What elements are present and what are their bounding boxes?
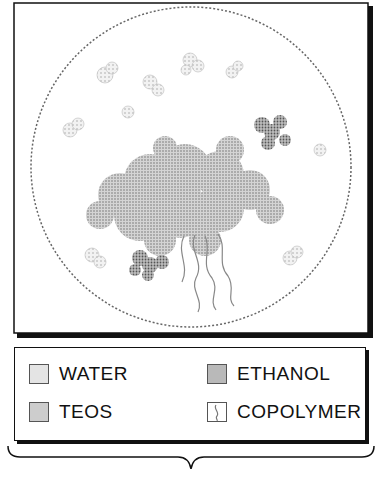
legend-label: WATER [59,363,128,385]
legend-item: ETHANOL [207,362,330,386]
legend-box: WATER ETHANOL TEOS COPOLYMER [14,347,366,441]
legend-swatch [207,364,227,384]
strand-icon [208,403,226,421]
teos-cloud [86,136,284,256]
droplet-outline [31,7,351,327]
frame-box [14,3,368,333]
brace [8,446,374,469]
ethanol-clusters [129,115,291,281]
legend-label: TEOS [59,401,113,423]
copolymer-strands [181,234,234,312]
legend-label: COPOLYMER [237,401,362,423]
legend-label: ETHANOL [237,363,330,385]
legend-swatch [29,364,49,384]
legend-item: WATER [29,362,128,386]
legend-swatch [29,402,49,422]
legend-strand-sample [207,402,227,422]
legend-item: COPOLYMER [207,400,362,424]
legend-item: TEOS [29,400,113,424]
